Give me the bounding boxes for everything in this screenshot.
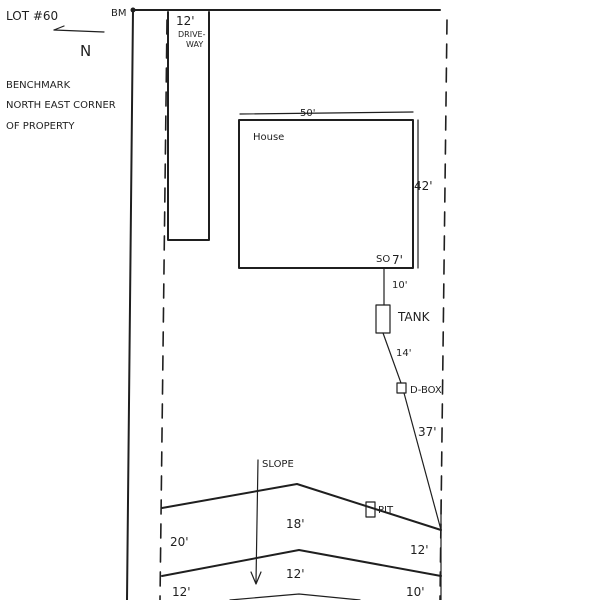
driveway-label-line2: WAY [186,40,203,49]
row1-mid-length-label: 18' [286,517,305,531]
distribution-box [396,382,407,394]
slope-arrow-shaft [255,459,259,583]
benchmark-note-line3: OF PROPERTY [6,121,75,132]
house-depth-label: 42' [414,179,433,193]
house-offset-label: 7' [392,253,403,267]
north-label: N [80,42,91,60]
house-label: House [253,132,284,143]
tank-dbox-distance-label: 14' [396,348,411,359]
benchmark-marker-label: BM [111,8,127,19]
row1-left-length-label: 20' [170,535,189,549]
north-arrow-head [53,25,65,31]
house-tank-distance-label: 10' [392,280,407,291]
slope-arrow-head [250,571,262,585]
row2-left-length-label: 12' [172,585,191,599]
pipe-dbox-field [403,392,442,531]
distribution-box-label: D-BOX [410,385,442,396]
dbox-field-distance-label: 37' [418,425,437,439]
benchmark-note-line2: NORTH EAST CORNER [6,100,116,111]
leach-line-3 [229,593,361,600]
row2-mid-length-label: 12' [286,567,305,581]
north-arrow-line [53,29,105,33]
slope-label: SLOPE [262,459,294,470]
house-width-dimension-line [239,111,414,115]
driveway-outline [167,11,210,241]
driveway-label-line1: DRIVE- [178,30,206,39]
test-pit [365,501,376,518]
septic-tank [375,304,391,334]
setback-line-west [159,19,168,600]
septic-tank-label: TANK [397,310,431,324]
pipe-tank-dbox [382,332,402,384]
house-corner-code: SO [376,254,390,265]
property-line-west [126,9,134,600]
driveway-width-label: 12' [176,14,195,28]
leach-line-2 [161,549,442,577]
lot-number-label: LOT #60 [6,9,58,23]
leach-line-1 [161,483,442,531]
test-pit-label: PIT [378,505,394,516]
benchmark-note-line1: BENCHMARK [6,80,71,91]
row1-right-length-label: 12' [410,543,429,557]
house-width-label: 50' [300,108,315,119]
benchmark-point [130,7,136,13]
house-outline [238,119,414,269]
row2-right-length-label: 10' [406,585,425,599]
